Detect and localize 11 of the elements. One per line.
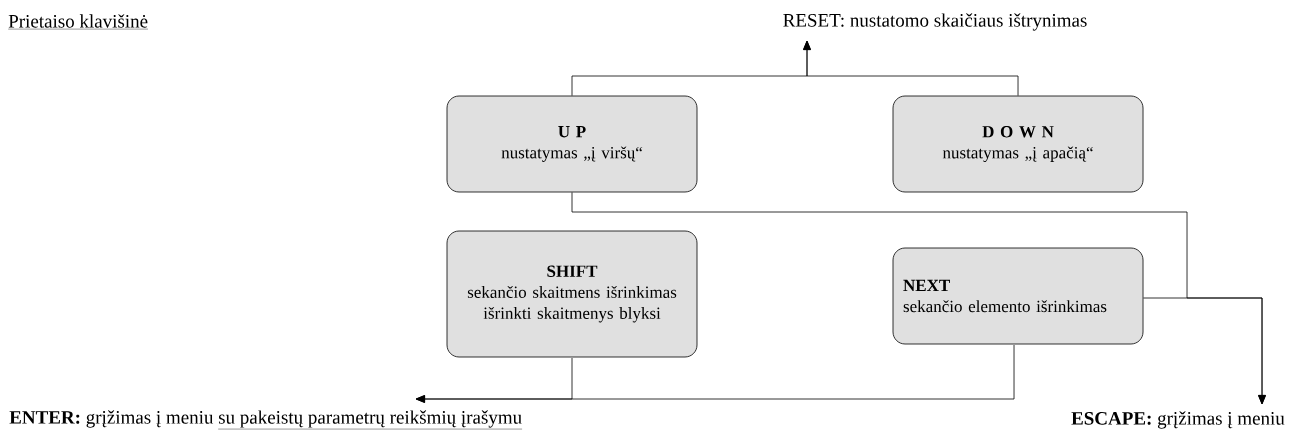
key-box: NEXT sekančio elemento išrinkimas (892, 247, 1144, 345)
arrow (415, 344, 1015, 403)
heading: Prietaiso klavišinė (8, 14, 149, 30)
key-description: ESCAPE: grįžimas į meniu (1071, 411, 1285, 429)
key-box: U P nustatymas „į viršų“ (446, 95, 698, 193)
key-box: D O W N nustatymas „į apačią“ (892, 95, 1144, 193)
arrow (1143, 297, 1266, 405)
arrow (803, 40, 1019, 96)
key-description: RESET: nustatomo skaičiaus ištrynimas (783, 13, 1087, 31)
key-description: ENTER: grįžimas į meniu su pakeistų parametrų reikšmių įrašymu (9, 410, 523, 430)
key-box: SHIFT sekančio skaitmens išrinkimas išrinkti skaitmenys blyksi (446, 230, 698, 358)
